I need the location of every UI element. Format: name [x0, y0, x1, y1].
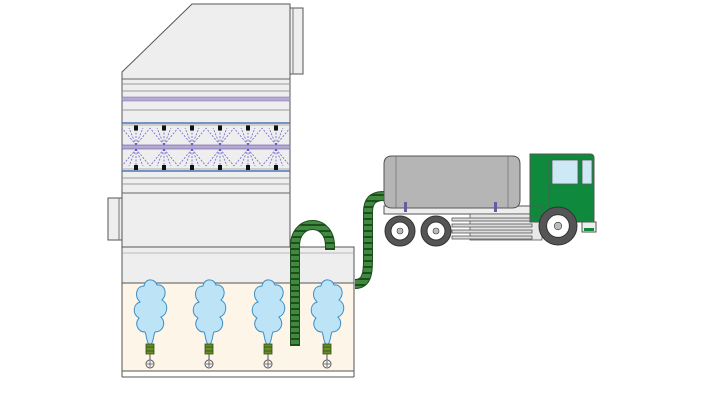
spray-nozzle: [177, 125, 207, 170]
cab-window-front: [581, 159, 593, 185]
scrubber-tower: [107, 3, 304, 248]
bumper: [581, 221, 597, 233]
inlet-duct: [107, 197, 123, 241]
wheel: [384, 215, 416, 247]
spray-nozzle: [261, 125, 291, 170]
wheel: [538, 206, 578, 246]
tower-body: [121, 3, 291, 248]
outlet-duct: [289, 7, 304, 75]
suction-hose: [290, 191, 385, 346]
spray-nozzle: [233, 125, 263, 170]
sump-upper-wall: [121, 246, 355, 284]
truck-tank: [383, 155, 521, 209]
agitator: [192, 279, 227, 369]
cab-window: [551, 159, 579, 185]
tanker-truck: [383, 153, 597, 247]
spray-nozzle: [149, 125, 179, 170]
wheel: [420, 215, 452, 247]
spray-header-pipe: [121, 144, 291, 150]
spray-nozzle: [121, 125, 151, 170]
agitator: [251, 279, 286, 369]
agitator: [133, 279, 168, 369]
spray-layer: [121, 122, 291, 172]
spray-nozzle: [205, 125, 235, 170]
demister-band: [121, 96, 291, 102]
truck-wheels: [384, 206, 578, 247]
sump-tank: [121, 246, 355, 378]
agitator: [310, 279, 345, 369]
